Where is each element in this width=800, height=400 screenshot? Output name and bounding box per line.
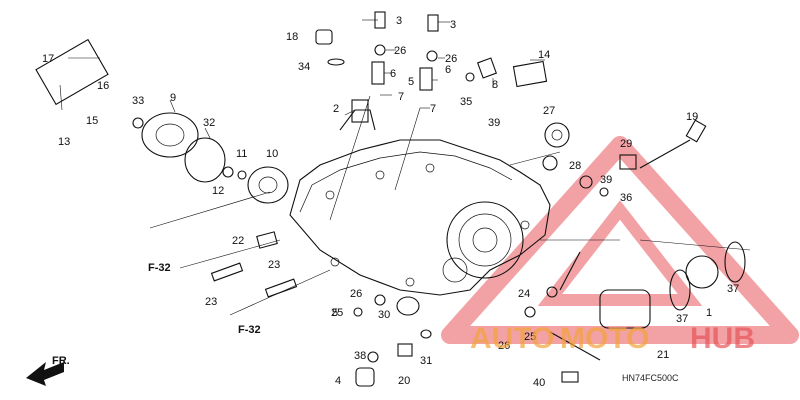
callout: 40 — [533, 377, 545, 389]
callout-labels: 1 2 3 3 4 5 5 6 6 7 7 8 9 10 11 12 13 14… — [42, 15, 739, 389]
callout: 17 — [42, 53, 54, 65]
callout: 22 — [232, 235, 244, 247]
callout: 3 — [396, 15, 402, 27]
callout: 7 — [398, 91, 404, 103]
leader-lines — [59, 19, 751, 316]
drawing-code: HN74FC500C — [622, 373, 679, 383]
top-fasteners — [315, 11, 548, 91]
front-label: FR. — [52, 355, 70, 367]
callout: 3 — [450, 19, 456, 31]
callout: 23 — [205, 296, 217, 308]
ref-label-f32-upper: F-32 — [148, 262, 171, 274]
callout: 20 — [398, 375, 410, 387]
callout: 5 — [408, 76, 414, 88]
callout: 28 — [569, 160, 581, 172]
callout: 7 — [430, 103, 436, 115]
callout: 31 — [420, 355, 432, 367]
callout: 33 — [132, 95, 144, 107]
callout: 37 — [727, 283, 739, 295]
callout: 26 — [498, 340, 510, 352]
callout: 12 — [212, 185, 224, 197]
watermark-logo — [441, 136, 799, 344]
callout: 27 — [543, 105, 555, 117]
callout: 36 — [620, 192, 632, 204]
crankcase-cover — [289, 99, 551, 296]
callout: 37 — [676, 313, 688, 325]
callout: 16 — [97, 80, 109, 92]
front-arrow-icon — [26, 362, 64, 386]
callout: 15 — [86, 115, 98, 127]
callout: 24 — [518, 288, 530, 300]
svg-text:MOTO: MOTO — [560, 322, 649, 355]
callout: 26 — [445, 53, 457, 65]
oil-filter-assembly — [35, 38, 289, 204]
callout: 14 — [538, 49, 550, 61]
callout: 23 — [268, 259, 280, 271]
callout: 34 — [298, 61, 310, 73]
callout: 5 — [332, 307, 338, 319]
callout: 4 — [335, 375, 341, 387]
callout: 25 — [331, 307, 343, 319]
callout: 1 — [706, 307, 712, 319]
callout: 21 — [657, 349, 669, 361]
callout: 38 — [354, 350, 366, 362]
callout: 29 — [620, 138, 632, 150]
callout: 10 — [266, 148, 278, 160]
watermark-text: AUTO MOTO HUB — [470, 322, 755, 355]
callout: 9 — [170, 92, 176, 104]
svg-text:HUB: HUB — [690, 322, 755, 355]
callout: 26 — [350, 288, 362, 300]
callout: 39 — [600, 174, 612, 186]
callout: 18 — [286, 31, 298, 43]
callout: 25 — [524, 331, 536, 343]
callout: 6 — [390, 68, 396, 80]
svg-text:AUTO: AUTO — [470, 322, 554, 355]
callout: 8 — [492, 79, 498, 91]
callout: 6 — [445, 64, 451, 76]
ref-label-f32-lower: F-32 — [238, 324, 261, 336]
bottom-components — [210, 231, 536, 387]
callout: 11 — [236, 148, 247, 160]
callout: 39 — [488, 117, 500, 129]
callout: 13 — [58, 136, 70, 148]
callout: 32 — [203, 117, 215, 129]
callout: 2 — [333, 103, 339, 115]
callout: 30 — [378, 309, 390, 321]
callout: 35 — [460, 96, 472, 108]
callout: 26 — [394, 45, 406, 57]
callout: 19 — [686, 111, 698, 123]
